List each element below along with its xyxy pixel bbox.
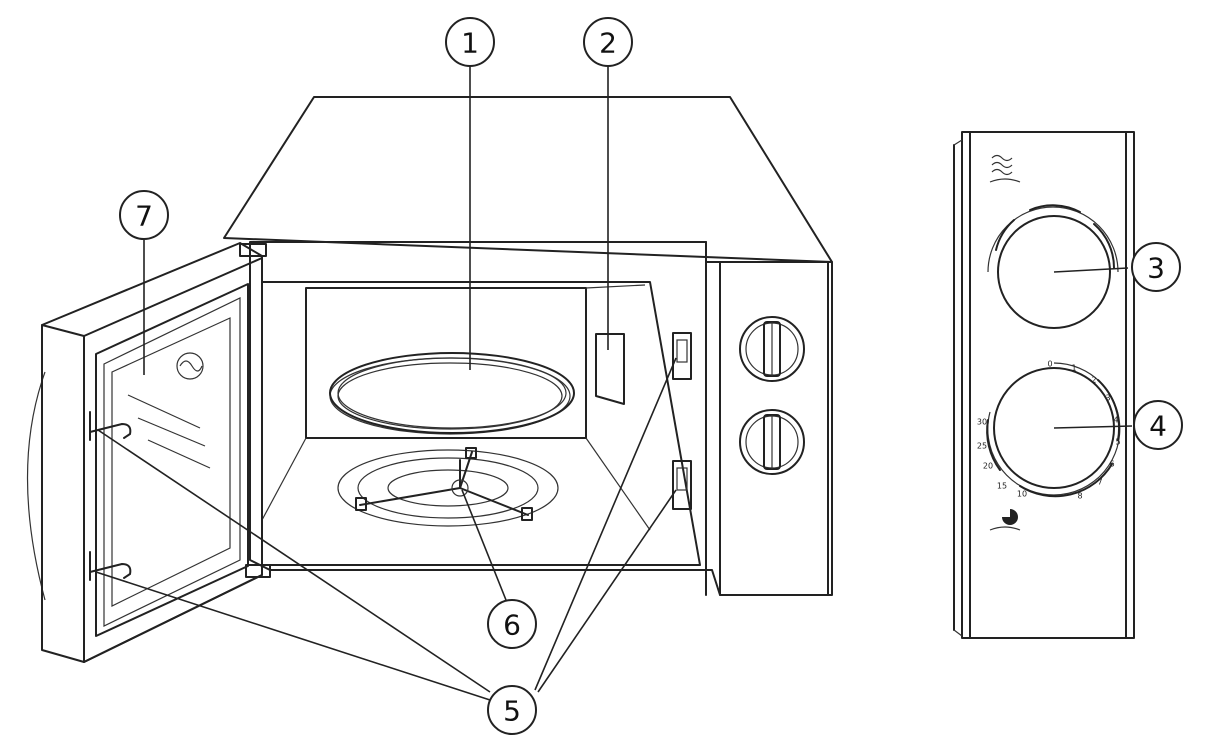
callout-1-label: 1 [461,27,479,60]
timer-label-15: 15 [997,482,1007,491]
microwave-power-icon [989,154,1021,183]
power-selector-knob [987,204,1119,329]
timer-label-5: 5 [1115,438,1120,447]
callout-7: 7 [119,190,169,240]
timer-label-30: 30 [977,418,987,427]
timer-label-8: 8 [1077,492,1082,501]
front-control-panel [719,261,829,596]
callout-4: 4 [1133,400,1183,450]
door-assembly [26,242,271,663]
timer-label-1: 1 [1071,364,1076,373]
roller-ring [337,447,559,527]
timer-label-7: 7 [1097,478,1102,487]
callout-4-label: 4 [1149,410,1167,443]
callout-7-label: 7 [135,200,153,233]
timer-icon [989,509,1021,531]
callout-5-label: 5 [503,695,521,728]
callout-2-label: 2 [599,27,617,60]
timer-label-20: 20 [983,462,993,471]
side-control-panel: 0 1 2 3 4 5 6 7 8 10 15 20 25 30 [953,131,1135,639]
door-latch-holes [672,332,692,510]
timer-label-10: 10 [1017,490,1027,499]
timer-label-0: 0 [1047,360,1052,369]
callout-5: 5 [487,685,537,735]
timer-label-4: 4 [1113,416,1118,425]
callout-6-label: 6 [503,609,521,642]
timer-label-6: 6 [1109,460,1114,469]
glass-tray [329,352,575,434]
timer-label-2: 2 [1091,376,1096,385]
timer-label-3: 3 [1105,394,1110,403]
leader-lines [95,66,1133,701]
timer-knob: 0 1 2 3 4 5 6 7 8 10 15 20 25 30 [977,360,1121,501]
callout-6: 6 [487,599,537,649]
timer-label-25: 25 [977,442,987,451]
callout-3-label: 3 [1147,252,1165,285]
callout-1: 1 [445,17,495,67]
callout-3: 3 [1131,242,1181,292]
waveguide-cover [595,333,625,405]
callout-2: 2 [583,17,633,67]
